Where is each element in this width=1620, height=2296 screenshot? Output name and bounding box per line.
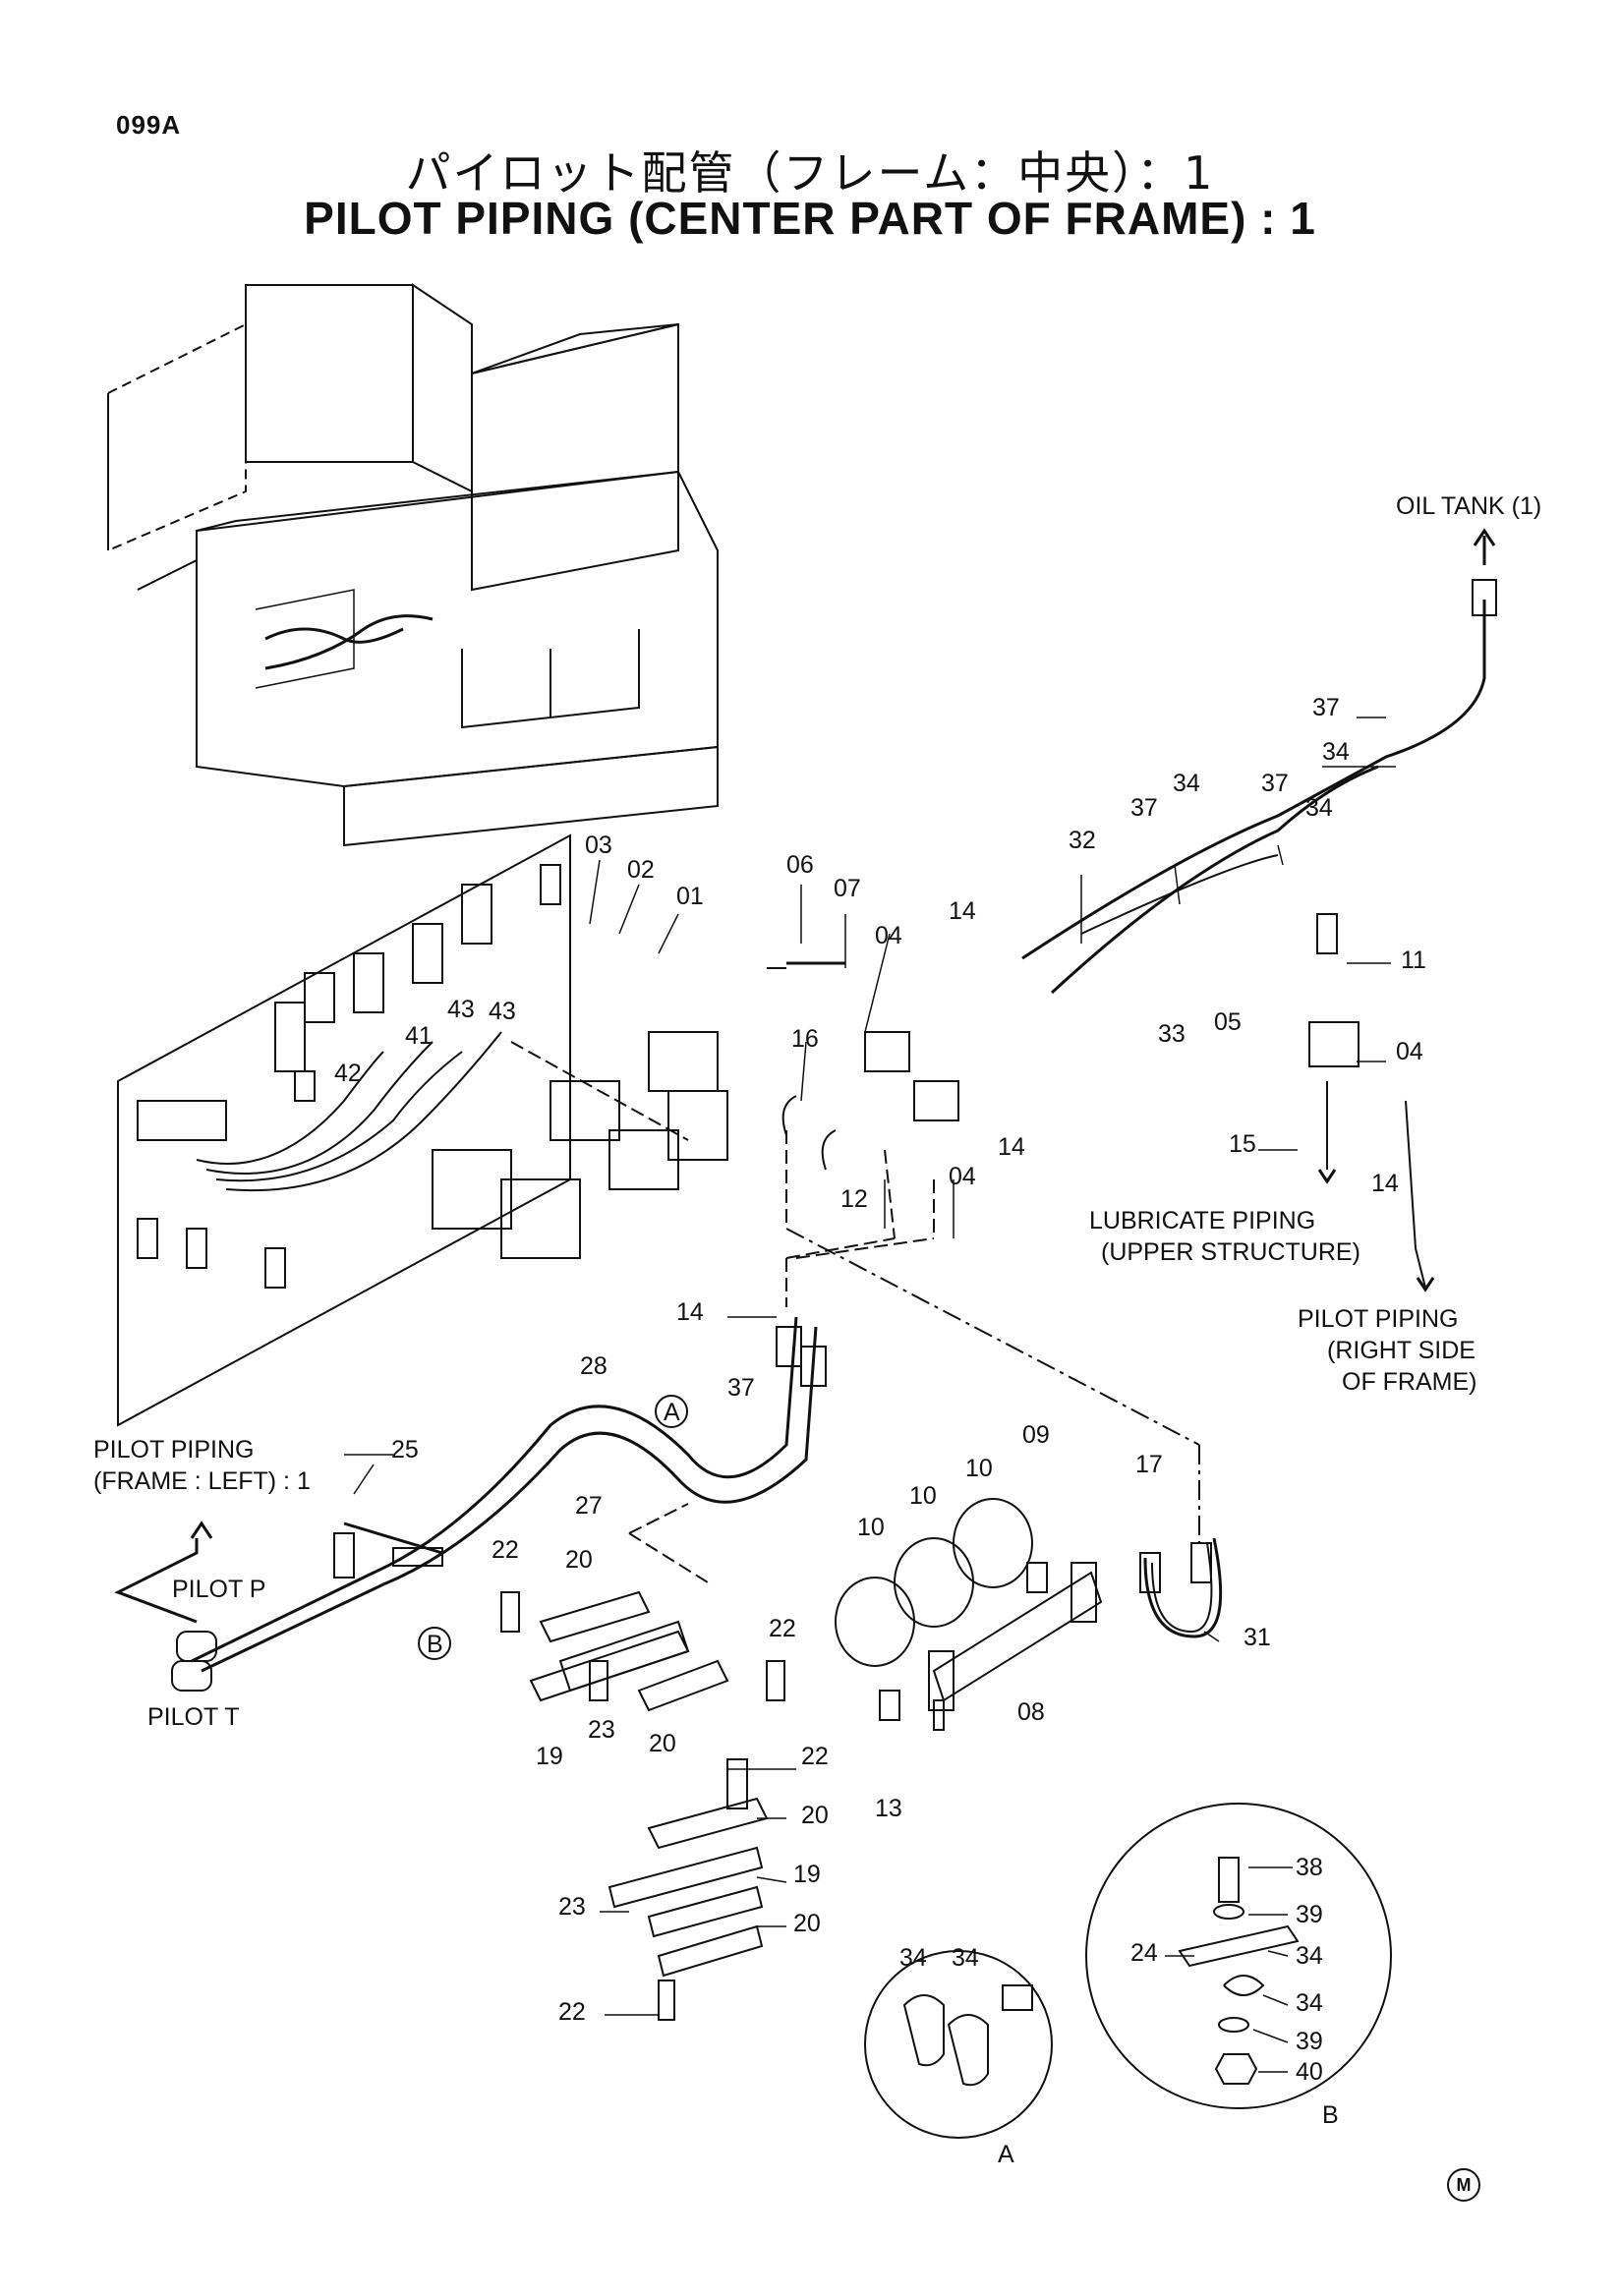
part-number-label: 20 bbox=[649, 1730, 676, 1757]
detail-views bbox=[864, 1803, 1392, 2139]
part-number-label: 43 bbox=[489, 998, 516, 1025]
part-number-label: 14 bbox=[676, 1298, 704, 1326]
part-number-label: 04 bbox=[1396, 1038, 1423, 1065]
footer-mark: M bbox=[1447, 2168, 1480, 2202]
part-number-label: 14 bbox=[949, 897, 976, 925]
part-number-label: 19 bbox=[536, 1743, 563, 1770]
valve-panel-illustration bbox=[117, 833, 728, 1427]
part-number-label: 22 bbox=[492, 1536, 519, 1564]
part-number-label: 37 bbox=[1261, 770, 1289, 797]
part-number-label: 34 bbox=[1322, 738, 1350, 766]
part-number-label: 32 bbox=[1069, 827, 1096, 854]
part-number-label: 34 bbox=[1173, 770, 1200, 797]
part-number-label: 06 bbox=[786, 851, 814, 879]
part-number-label: 34 bbox=[1296, 1989, 1323, 2017]
part-number-label: 10 bbox=[909, 1482, 937, 1510]
annotation-pilot-p: PILOT P bbox=[172, 1576, 265, 1603]
part-number-label: 16 bbox=[791, 1025, 819, 1053]
annotation-pilot-right-line3: OF FRAME) bbox=[1342, 1368, 1477, 1396]
part-number-label: 28 bbox=[580, 1352, 608, 1380]
part-number-label: 07 bbox=[834, 875, 861, 902]
annotation-lubricate-line1: LUBRICATE PIPING bbox=[1089, 1207, 1315, 1234]
part-number-label: 39 bbox=[1296, 1901, 1323, 1928]
part-number-label: 34 bbox=[1296, 1942, 1323, 1970]
part-number-label: 39 bbox=[1296, 2028, 1323, 2055]
part-number-label: 23 bbox=[558, 1893, 586, 1921]
part-number-label: 31 bbox=[1244, 1624, 1271, 1651]
annotation-oil-tank: OIL TANK (1) bbox=[1396, 492, 1541, 520]
annotation-pilot-right-line1: PILOT PIPING bbox=[1298, 1305, 1458, 1333]
part-number-label: 01 bbox=[676, 883, 704, 910]
part-number-label: 41 bbox=[405, 1022, 433, 1050]
part-number-label: 20 bbox=[793, 1910, 821, 1937]
part-number-label: 24 bbox=[1130, 1939, 1158, 1967]
part-number-label: 42 bbox=[334, 1060, 362, 1087]
page-title-english: PILOT PIPING (CENTER PART OF FRAME) : 1 bbox=[304, 193, 1316, 244]
part-number-label: 40 bbox=[1296, 2058, 1323, 2086]
callout-b: B bbox=[427, 1631, 443, 1658]
page-code: 099A bbox=[116, 110, 182, 140]
part-number-label: 22 bbox=[801, 1743, 829, 1770]
callout-labels: OIL TANK (1) LUBRICATE PIPING (UPPER STR… bbox=[93, 492, 1541, 2168]
detail-b-circle bbox=[1085, 1803, 1392, 2109]
part-number-label: 02 bbox=[627, 856, 655, 884]
part-number-label: 10 bbox=[857, 1514, 885, 1541]
part-number-label: 19 bbox=[793, 1861, 821, 1888]
part-number-label: 23 bbox=[588, 1716, 615, 1744]
part-number-label: 14 bbox=[1371, 1170, 1399, 1197]
part-number-label: 12 bbox=[840, 1185, 868, 1213]
part-number-label: 22 bbox=[769, 1615, 796, 1642]
part-number-label: 08 bbox=[1017, 1698, 1045, 1726]
upper-right-piping bbox=[767, 528, 1497, 1543]
accumulator-assembly bbox=[835, 1498, 1223, 1731]
detail-a-circle bbox=[864, 1950, 1053, 2139]
part-number-label: 20 bbox=[565, 1546, 593, 1574]
part-number-label: 33 bbox=[1158, 1020, 1186, 1048]
part-number-label: 09 bbox=[1022, 1421, 1050, 1449]
part-number-label: 05 bbox=[1214, 1008, 1242, 1036]
annotation-pilot-t: PILOT T bbox=[147, 1703, 240, 1731]
part-number-label: 15 bbox=[1229, 1130, 1256, 1158]
part-number-label: 20 bbox=[801, 1802, 829, 1829]
part-number-label: 34 bbox=[1305, 794, 1333, 822]
detail-a-label: A bbox=[998, 2141, 1014, 2168]
part-number-label: 13 bbox=[875, 1795, 902, 1822]
part-number-label: 27 bbox=[575, 1492, 603, 1520]
annotation-pilot-right-line2: (RIGHT SIDE bbox=[1327, 1337, 1475, 1364]
part-number-label: 14 bbox=[998, 1133, 1025, 1161]
annotation-pilot-left-line1: PILOT PIPING bbox=[93, 1436, 254, 1464]
part-number-label: 03 bbox=[585, 832, 612, 859]
part-number-label: 22 bbox=[558, 1998, 586, 2026]
page-title-japanese: パイロット配管（フレーム：中央）：1 bbox=[405, 146, 1215, 200]
part-number-label: 34 bbox=[952, 1944, 979, 1972]
part-number-label: 34 bbox=[899, 1944, 927, 1972]
part-number-label: 17 bbox=[1135, 1451, 1163, 1478]
part-number-label: 37 bbox=[1312, 694, 1340, 721]
part-number-label: 38 bbox=[1296, 1854, 1323, 1881]
part-number-label: 37 bbox=[727, 1374, 755, 1402]
part-number-label: 04 bbox=[875, 922, 902, 949]
clamp-assemblies bbox=[500, 1590, 785, 2021]
part-number-label: 10 bbox=[965, 1455, 993, 1482]
annotation-lubricate-line2: (UPPER STRUCTURE) bbox=[1101, 1238, 1360, 1266]
part-number-label: 43 bbox=[447, 996, 475, 1023]
lower-left-piping bbox=[114, 1316, 827, 1692]
part-number-label: 37 bbox=[1130, 794, 1158, 822]
part-number-label: 25 bbox=[391, 1436, 419, 1464]
leader-lines bbox=[344, 717, 1396, 2073]
callout-a: A bbox=[664, 1399, 680, 1426]
part-number-label: 11 bbox=[1401, 947, 1426, 974]
part-number-label: 04 bbox=[949, 1163, 976, 1190]
annotation-pilot-left-line2: (FRAME : LEFT) : 1 bbox=[93, 1467, 311, 1495]
machine-frame-illustration bbox=[107, 283, 719, 847]
detail-b-label: B bbox=[1322, 2101, 1339, 2129]
